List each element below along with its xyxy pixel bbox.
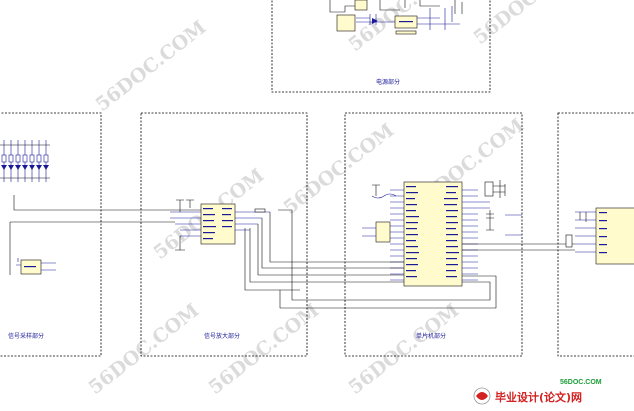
mcu-block-frame: [344, 112, 523, 357]
amplifier-circuit: [140, 199, 300, 301]
watermark: 56DOC.COM: [280, 119, 399, 219]
regulator-chip: [336, 14, 356, 32]
amplifier-block-frame: [140, 112, 308, 357]
dip-switch: [375, 221, 391, 243]
output-block-frame: [557, 112, 634, 357]
watermark: 56DOC.COM: [85, 299, 204, 399]
watermark: 56DOC.COM: [92, 16, 211, 116]
logo-swoosh-icon: [476, 392, 488, 400]
power-block-label: 电源部分: [376, 78, 400, 86]
mcu-circuit: [279, 180, 575, 309]
site-logo: 56DOC.COM 毕业设计(论文)网: [473, 379, 602, 405]
mcu-block-label: 单片机部分: [416, 332, 446, 340]
watermark-layer: 56DOC.COM 56DOC.COM 56DOC.COM 56DOC.COM …: [85, 0, 589, 399]
block-frames: [0, 0, 634, 357]
power-block-frame: [271, 0, 491, 93]
inductor-symbol: [371, 193, 397, 199]
resistor-array: [1, 140, 49, 182]
site-name: 毕业设计(论文)网: [495, 390, 582, 404]
sampling-block-label: 信号采样部分: [8, 332, 44, 340]
watermark: 56DOC.COM: [470, 0, 589, 49]
power-connector: [354, 0, 368, 11]
site-url: 56DOC.COM: [560, 379, 602, 386]
sampling-block-frame: [0, 112, 102, 357]
watermark: 56DOC.COM: [205, 299, 324, 399]
crystal-oscillator: [484, 181, 494, 197]
diode-symbol: [372, 18, 378, 24]
watermark: 56DOC.COM: [345, 299, 464, 399]
sampling-circuit: [0, 140, 140, 275]
pin-label-glyphs: [24, 21, 607, 278]
amplifier-ic: [200, 203, 236, 245]
power-caption-box: [395, 30, 417, 35]
amplifier-block-label: 信号放大部分: [204, 332, 240, 340]
